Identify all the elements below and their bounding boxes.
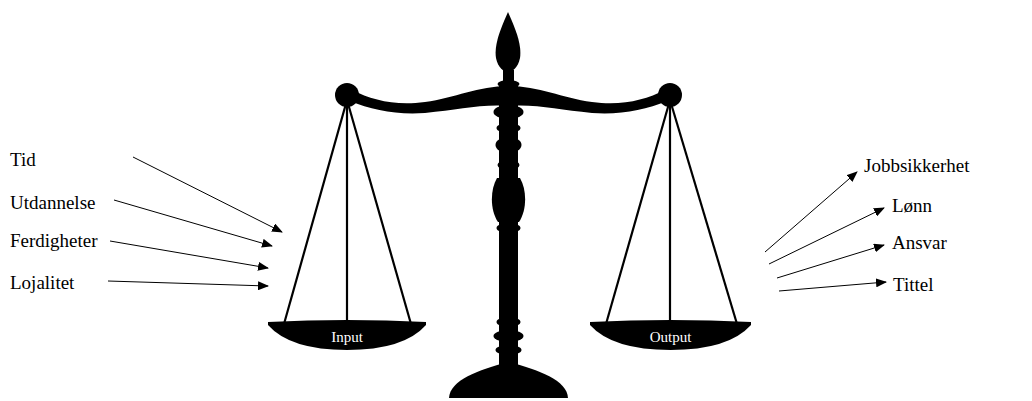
leader-arrow <box>777 245 884 278</box>
column-knob <box>498 160 520 170</box>
factor-label: Ferdigheter <box>10 231 98 252</box>
factor-label: Utdannelse <box>10 193 95 214</box>
leader-arrow <box>779 282 886 291</box>
factor-label: Tittel <box>893 275 934 296</box>
column-knob <box>496 345 522 355</box>
pan-label: Output <box>590 330 751 345</box>
leader-arrow <box>765 172 857 252</box>
column-vase <box>492 178 525 222</box>
leader-arrow <box>133 157 282 232</box>
column-knob <box>497 317 521 327</box>
pan-strings <box>284 100 737 324</box>
leader-arrow <box>110 241 268 268</box>
pan-bowl-shape <box>268 320 426 350</box>
leader-arrows <box>108 157 886 291</box>
factor-label: Jobbsikkerhet <box>864 156 970 177</box>
column-knob <box>497 223 521 233</box>
column-knob <box>497 123 521 133</box>
factor-label: Lønn <box>892 196 932 217</box>
scale-pan: Output <box>590 320 751 350</box>
scale-pan: Input <box>268 320 426 350</box>
scale-base <box>449 362 568 398</box>
pan-string <box>606 100 670 324</box>
scale-finial <box>496 12 521 72</box>
column-knob <box>496 137 522 153</box>
pan-label: Input <box>268 330 426 345</box>
leader-arrow <box>108 281 268 286</box>
leader-arrow <box>769 208 884 264</box>
pan-string <box>284 100 347 324</box>
factor-label: Ansvar <box>892 233 947 254</box>
factor-label: Tid <box>10 150 36 171</box>
pan-string <box>669 100 671 324</box>
beam-arm <box>350 86 509 113</box>
pan-string <box>346 100 348 324</box>
pan-bowl-shape <box>590 320 751 350</box>
column-knob <box>494 330 524 342</box>
pan-string <box>670 100 737 324</box>
leader-arrow <box>114 200 272 246</box>
scale-column <box>492 86 525 366</box>
factor-label: Lojalitet <box>10 273 74 294</box>
pan-string <box>347 100 411 324</box>
column-knob <box>494 105 524 119</box>
beam-arm <box>509 86 668 113</box>
